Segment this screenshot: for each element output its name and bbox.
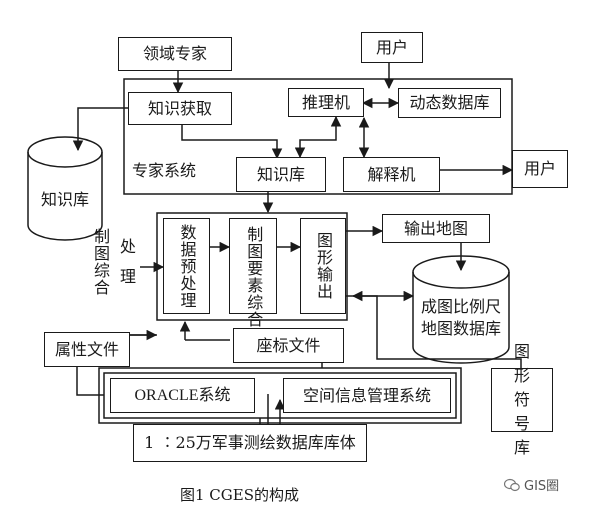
watermark-text: GIS圈 bbox=[524, 479, 560, 494]
inference-engine-label: 推理机 bbox=[301, 92, 350, 112]
output-map-box: 输出地图 bbox=[382, 214, 490, 243]
watermark: GIS圈 bbox=[504, 475, 559, 494]
scale-map-database-line1: 成图比例尺 bbox=[420, 297, 501, 316]
user-top-label: 用户 bbox=[375, 37, 408, 57]
data-preprocessing-box: 数据预处理 bbox=[163, 218, 210, 314]
expert-system-frame bbox=[123, 78, 513, 195]
knowledge-base-cylinder-label: 知识库 bbox=[40, 190, 89, 209]
attribute-file-box: 属性文件 bbox=[44, 332, 130, 367]
coordinate-file-box: 座标文件 bbox=[233, 328, 344, 363]
spatial-info-system-box: 空间信息管理系统 bbox=[283, 378, 451, 413]
graphic-output-box: 图形输出 bbox=[300, 218, 346, 314]
wechat-icon bbox=[504, 478, 520, 491]
user-top-box: 用户 bbox=[361, 32, 423, 63]
scale-map-database-line2: 地图数据库 bbox=[420, 318, 501, 338]
map-processing-label: 制图综合 bbox=[91, 228, 110, 296]
explanation-engine-label: 解释机 bbox=[367, 164, 416, 184]
data-preprocessing-label: 数据预处理 bbox=[177, 223, 197, 309]
oracle-system-label: ORACLE系统 bbox=[134, 386, 231, 404]
map-element-generalization-box: 制图要素综合 bbox=[229, 218, 277, 328]
map-element-generalization-label: 制图要素综合 bbox=[244, 226, 264, 328]
database-body-label: 1 ∶25万军事测绘数据库库体 bbox=[144, 433, 356, 452]
dynamic-database-box: 动态数据库 bbox=[398, 88, 501, 118]
symbol-library-label: 图形符号库 bbox=[513, 342, 542, 457]
oracle-system-box: ORACLE系统 bbox=[110, 378, 255, 413]
expert-system-label: 专家系统 bbox=[132, 161, 197, 180]
knowledge-acquisition-box: 知识获取 bbox=[128, 92, 232, 125]
graphic-output-label: 图形输出 bbox=[314, 232, 333, 300]
domain-expert-label: 领域专家 bbox=[142, 44, 207, 63]
symbol-library-box: 图形符号库 bbox=[491, 342, 553, 457]
processing-label: 处理 bbox=[117, 238, 136, 298]
explanation-engine-box: 解释机 bbox=[343, 157, 440, 192]
figure-caption: 图1 CGES的构成 bbox=[180, 486, 299, 504]
inference-engine-box: 推理机 bbox=[288, 88, 364, 117]
user-right-label: 用户 bbox=[523, 159, 556, 178]
database-body-box: 1 ∶25万军事测绘数据库库体 bbox=[133, 424, 367, 462]
knowledge-acquisition-label: 知识获取 bbox=[147, 98, 212, 118]
knowledge-base-box: 知识库 bbox=[236, 157, 326, 192]
attribute-file-label: 属性文件 bbox=[54, 339, 119, 359]
knowledge-base-box-label: 知识库 bbox=[256, 164, 305, 184]
domain-expert-box: 领域专家 bbox=[118, 37, 232, 71]
dynamic-database-label: 动态数据库 bbox=[409, 93, 490, 112]
output-map-label: 输出地图 bbox=[403, 218, 468, 238]
spatial-info-system-label: 空间信息管理系统 bbox=[302, 385, 431, 405]
coordinate-file-label: 座标文件 bbox=[256, 335, 321, 355]
knowledge-cylinder-top bbox=[27, 136, 103, 168]
user-right-box: 用户 bbox=[512, 150, 568, 188]
scale-map-database-label: 成图比例尺 地图数据库 bbox=[413, 296, 509, 339]
